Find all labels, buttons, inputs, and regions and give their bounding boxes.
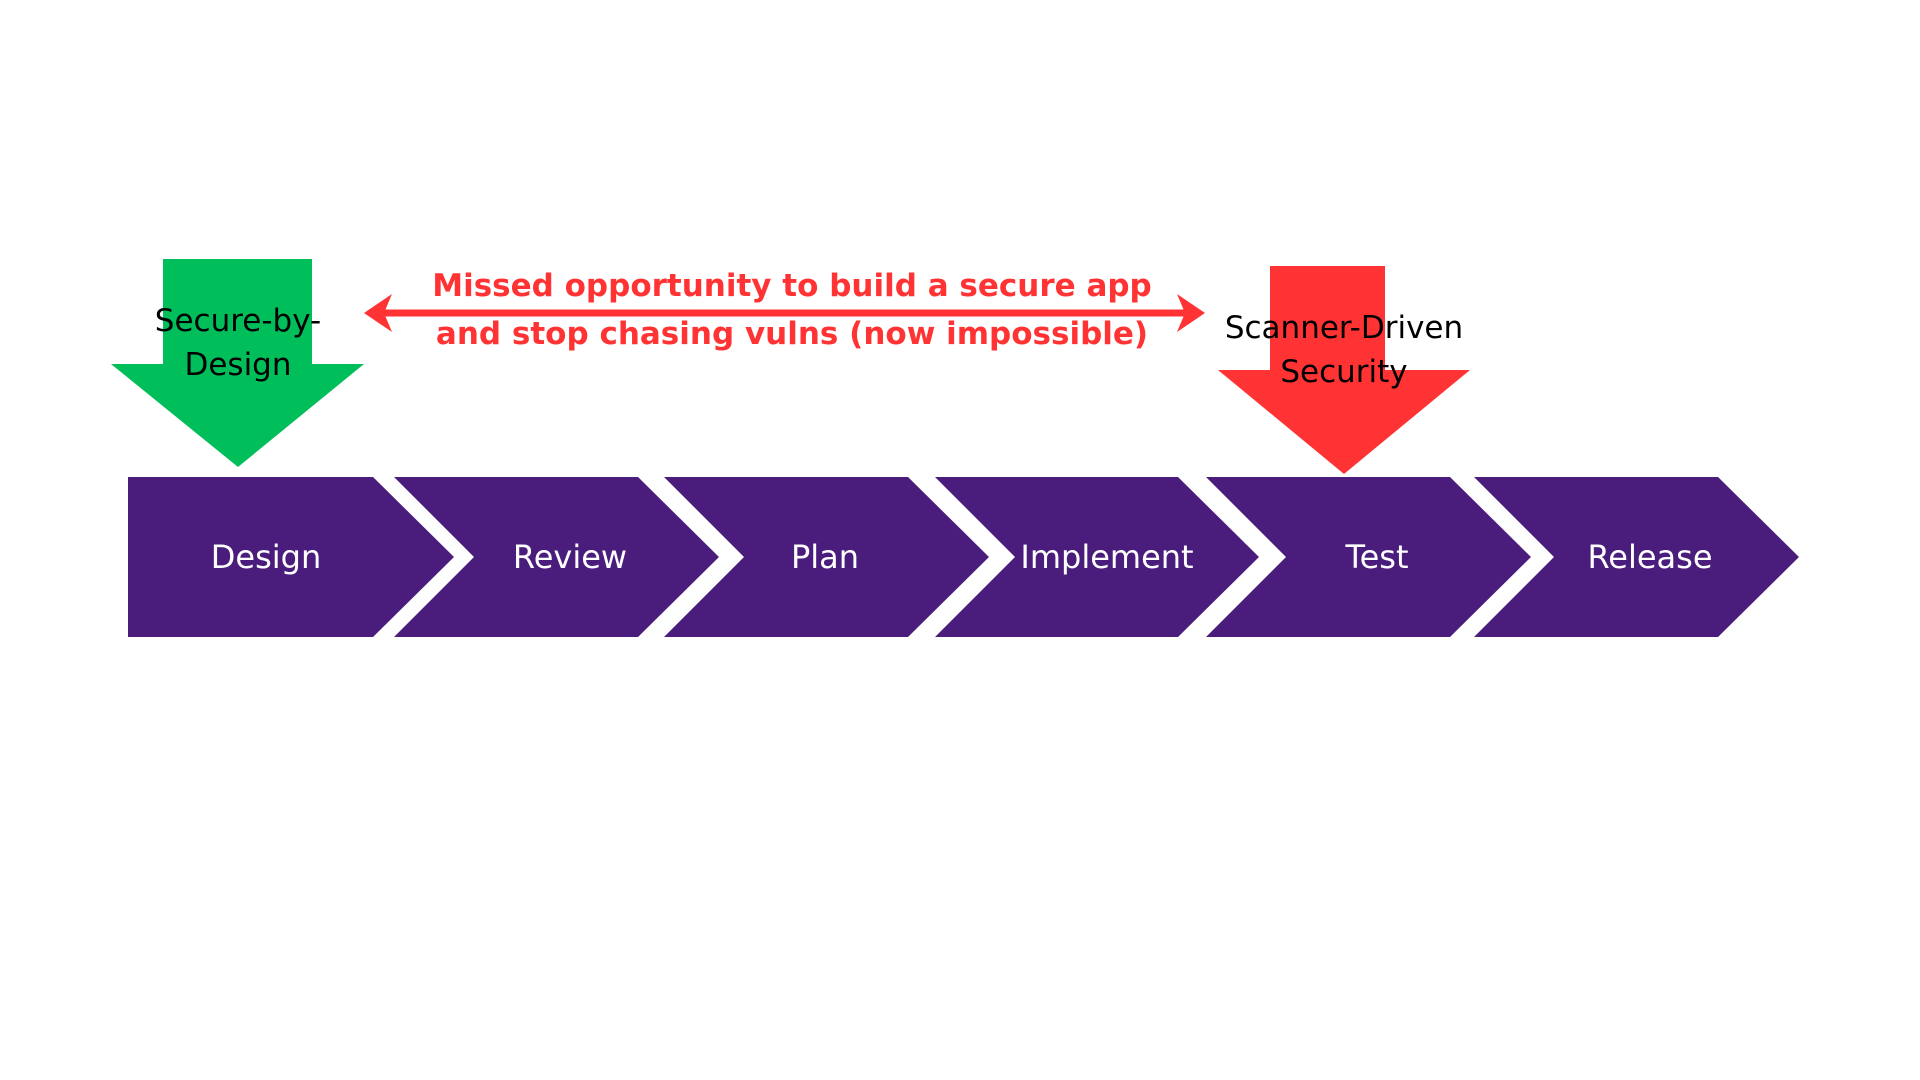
stage-test: Test bbox=[1206, 477, 1531, 637]
stage-review-label: Review bbox=[513, 538, 627, 576]
stage-review: Review bbox=[394, 477, 719, 637]
arrow-down-icon bbox=[1218, 266, 1470, 474]
scanner-driven-label-line2: Security bbox=[1280, 354, 1407, 390]
secure-by-design-marker: Secure-by- Design bbox=[111, 259, 364, 467]
secure-by-design-label-line1: Secure-by- bbox=[155, 303, 321, 339]
stage-plan: Plan bbox=[664, 477, 989, 637]
scanner-driven-label-line1: Scanner-Driven bbox=[1225, 310, 1463, 346]
stage-review-shape bbox=[394, 477, 719, 637]
double-headed-arrow-icon bbox=[364, 294, 1205, 332]
stage-release-shape bbox=[1474, 477, 1799, 637]
stage-design-label: Design bbox=[211, 538, 321, 576]
gap-arrow-head-right bbox=[1177, 294, 1205, 332]
stage-plan-label: Plan bbox=[791, 538, 859, 576]
missed-opportunity-line1: Missed opportunity to build a secure app bbox=[432, 268, 1152, 304]
arrow-down-icon bbox=[111, 259, 364, 467]
stage-implement: Implement bbox=[935, 477, 1259, 637]
stage-test-label: Test bbox=[1344, 538, 1408, 576]
stage-test-shape bbox=[1206, 477, 1531, 637]
stage-release-label: Release bbox=[1587, 538, 1712, 576]
stage-design: Design bbox=[128, 477, 454, 637]
stage-implement-shape bbox=[935, 477, 1259, 637]
missed-opportunity-line2: and stop chasing vulns (now impossible) bbox=[436, 316, 1148, 352]
secure-by-design-label-line2: Design bbox=[184, 347, 291, 383]
stage-design-shape bbox=[128, 477, 454, 637]
stage-plan-shape bbox=[664, 477, 989, 637]
missed-opportunity-callout: Missed opportunity to build a secure app… bbox=[364, 268, 1205, 352]
gap-arrow-head-left bbox=[364, 294, 392, 332]
stage-release: Release bbox=[1474, 477, 1799, 637]
stage-implement-label: Implement bbox=[1020, 538, 1193, 576]
process-flow: Design Review Plan Implement Test Releas… bbox=[128, 477, 1799, 637]
scanner-driven-security-marker: Scanner-Driven Security bbox=[1218, 266, 1470, 474]
